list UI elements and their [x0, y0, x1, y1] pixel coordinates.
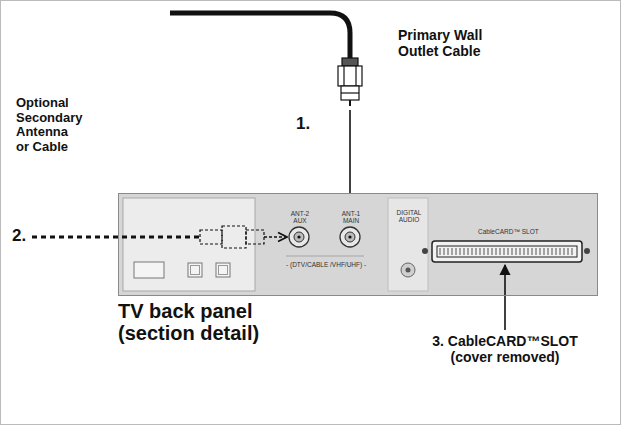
dashed-body	[246, 230, 264, 244]
slot-label: 3. CableCARD™SLOT (cover removed)	[428, 334, 582, 365]
digital-audio-jack	[401, 263, 415, 277]
ant2-jack	[289, 227, 309, 247]
slot-pin	[468, 248, 469, 255]
callout-number: 2.	[12, 226, 36, 245]
dashed-cable	[32, 236, 200, 239]
arrow-1	[349, 110, 351, 206]
jack-label: ANT-2 AUX	[287, 210, 313, 224]
slot-pin	[508, 248, 509, 255]
bracket	[286, 256, 364, 257]
slot-pin	[444, 248, 445, 255]
slot-pin	[536, 248, 537, 255]
jack-label: DIGITAL AUDIO	[394, 209, 424, 223]
center-pin	[349, 100, 351, 106]
slot-pin	[556, 248, 557, 255]
slot-pin	[496, 248, 497, 255]
port	[134, 262, 164, 278]
panel-fill	[118, 193, 598, 296]
slot-pin	[456, 248, 457, 255]
jack-thread	[345, 232, 355, 242]
back-panel: ANT-2 AUX ANT-1 MAIN - (DTV/CABLE /VHF/UHF…	[118, 193, 598, 296]
slot-pin	[532, 248, 533, 255]
slot-pin	[440, 248, 441, 255]
arrow-2	[264, 236, 287, 237]
slot-pin	[464, 248, 465, 255]
slot-pin	[520, 248, 521, 255]
jack-thread	[294, 232, 304, 242]
slot-pin	[564, 248, 565, 255]
cablecard-slot	[432, 241, 582, 262]
hex-nut	[338, 66, 362, 86]
panel-caption: TV back panel (section detail)	[118, 300, 308, 345]
slot-pin	[504, 248, 505, 255]
slot-screw	[422, 248, 428, 254]
slot-pin	[516, 248, 517, 255]
slot-pin	[548, 248, 549, 255]
ant1-jack	[340, 227, 360, 247]
sub-panel	[123, 198, 255, 291]
slot-pin	[512, 248, 513, 255]
slot-pin	[540, 248, 541, 255]
wall-cable	[170, 13, 350, 60]
slot-pin	[528, 248, 529, 255]
slot-pin	[492, 248, 493, 255]
slot-pin	[524, 248, 525, 255]
slot-pin	[448, 248, 449, 255]
cable-boot	[342, 58, 358, 66]
callout-number: 1.	[296, 114, 326, 133]
port	[216, 263, 230, 277]
audio-strip	[388, 198, 428, 291]
antenna-label: Optional Secondary Antenna or Cable	[16, 96, 84, 154]
slot-pins	[440, 248, 572, 255]
cable-label: Primary Wall Outlet Cable	[398, 28, 488, 59]
slot-pin	[568, 248, 569, 255]
body-ring	[341, 92, 359, 93]
jack-pin	[297, 235, 300, 238]
slot-pin	[488, 248, 489, 255]
slot-pin	[472, 248, 473, 255]
f-connector	[338, 58, 362, 106]
slot-pin	[460, 248, 461, 255]
slot-pin	[452, 248, 453, 255]
arrow-3	[504, 265, 506, 330]
band-label: - (DTV/CABLE /VHF/UHF) -	[286, 261, 366, 268]
dashed-nut	[222, 226, 246, 248]
jack-pin	[348, 235, 351, 238]
jack-center	[406, 268, 411, 273]
nut-facet	[355, 66, 356, 86]
slot-pin	[476, 248, 477, 255]
connector-body	[341, 86, 359, 100]
slot-screw	[584, 248, 590, 254]
slot-name: CableCARD™ SLOT	[478, 228, 539, 235]
slot-pin	[484, 248, 485, 255]
port-inner	[191, 266, 200, 275]
port	[188, 263, 202, 277]
slot-pin	[560, 248, 561, 255]
port-inner	[219, 266, 228, 275]
slot-pin	[572, 248, 573, 255]
dashed-boot	[200, 230, 222, 244]
slot-pin	[500, 248, 501, 255]
slot-pin	[552, 248, 553, 255]
slot-pin	[480, 248, 481, 255]
dashed-plug	[200, 226, 264, 248]
nut-facet	[343, 66, 344, 86]
slot-pin	[544, 248, 545, 255]
jack-label: ANT-1 MAIN	[337, 210, 365, 224]
slot-opening	[437, 246, 577, 257]
